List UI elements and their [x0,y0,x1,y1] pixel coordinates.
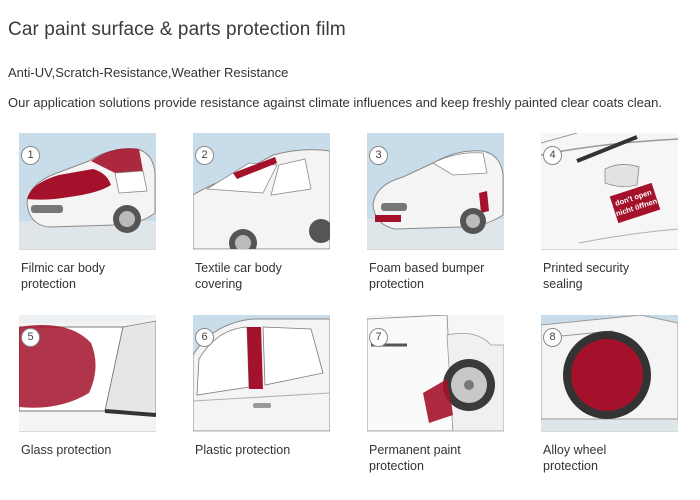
pillar-icon: 6 [193,315,330,432]
item-number-badge: 8 [543,328,562,347]
item-number-badge: 6 [195,328,214,347]
item-number-badge: 1 [21,146,40,165]
alloy-wheel-icon: 8 [541,315,678,432]
item-number-badge: 4 [543,146,562,165]
item-label: Plastic protection [195,443,291,457]
page-title: Car paint surface & parts protection fil… [8,19,346,40]
wheel-arch-icon: 7 [367,315,504,432]
glass-icon: 5 [19,315,156,432]
car-bumper-icon: 3 [367,133,504,250]
product-card-glass-protection: 5 Glass protection [19,315,161,457]
page-description: Our application solutions provide resist… [8,95,662,110]
item-number-badge: 5 [21,328,40,347]
page-subtitle: Anti-UV,Scratch-Resistance,Weather Resis… [8,65,289,80]
item-number-badge: 7 [369,328,388,347]
item-label: Glass protection [21,443,112,457]
car-roof-icon: 2 [193,133,330,250]
car-hood-icon: 1 [19,133,156,250]
product-card-plastic-protection: 6 Plastic protection [193,315,335,457]
item-number-badge: 2 [195,146,214,165]
item-number-badge: 3 [369,146,388,165]
